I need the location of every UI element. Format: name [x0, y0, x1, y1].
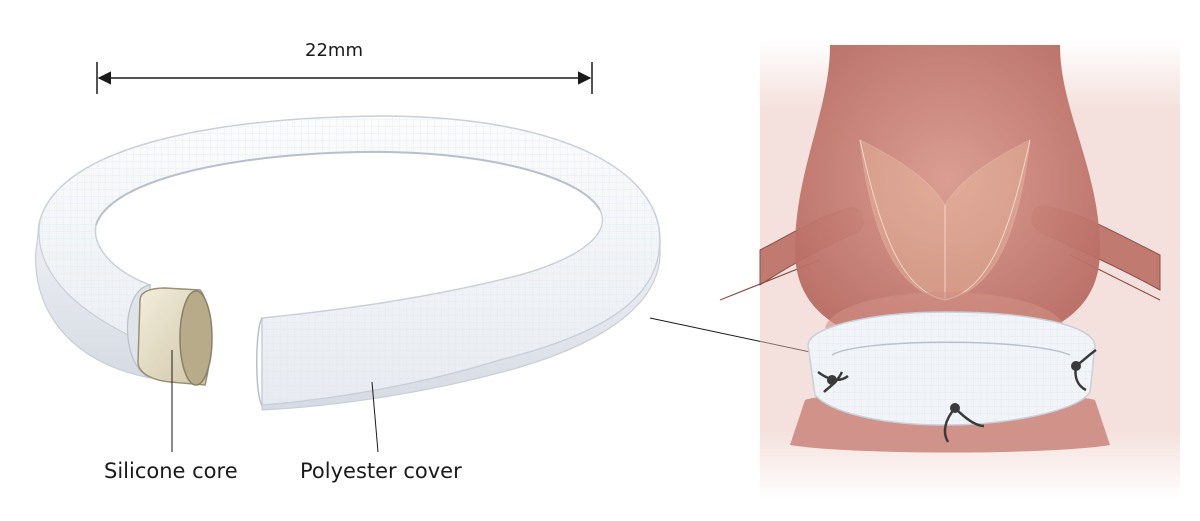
implanted-ring-mesh [808, 312, 1095, 425]
suture-thread-right [1074, 348, 1097, 392]
heart-valve-illustration [719, 40, 1180, 500]
ring-inner-edge [95, 150, 601, 226]
suture-thread-left [817, 370, 849, 393]
silicone-core-face [179, 290, 213, 386]
annuloplasty-ring [35, 115, 661, 411]
ring-mesh-texture [38, 116, 660, 405]
ring-side-wall-right [261, 239, 661, 411]
dimension-label: 22mm [305, 40, 363, 61]
silicone-core-label: Silicone core [104, 459, 238, 483]
heart-chamber [795, 45, 1100, 345]
implanted-ring-inner-edge [831, 341, 1071, 356]
ring-cover-end-right [256, 317, 263, 406]
polyester-cover-leader [371, 381, 379, 453]
sutures [817, 348, 1097, 443]
silicone-core [137, 287, 213, 386]
polyester-cover-label: Polyester cover [300, 459, 462, 483]
suture-thread-center [943, 407, 985, 443]
dimension-indicator [96, 62, 593, 94]
